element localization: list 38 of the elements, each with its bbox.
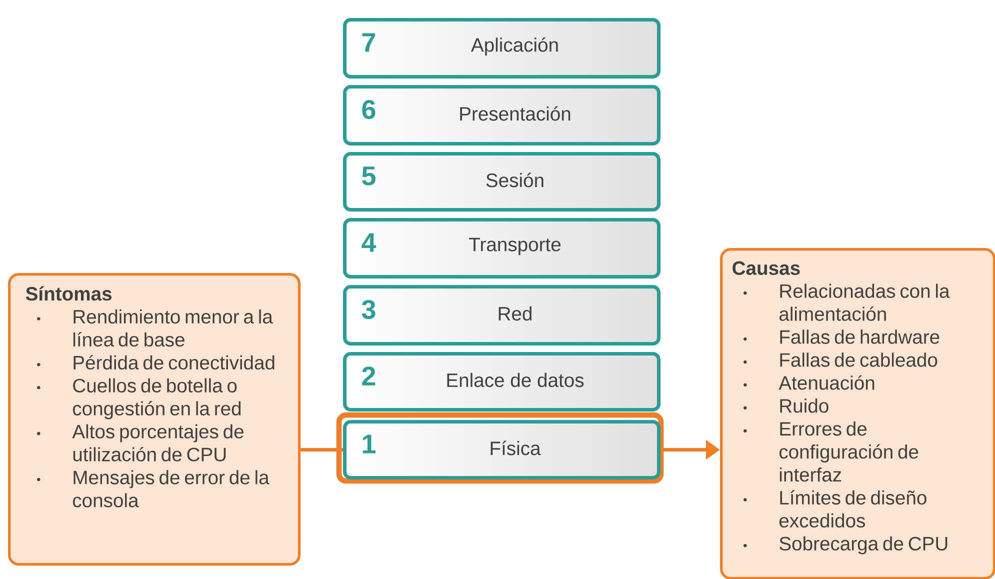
bullet-text: Rendimiento menor a la línea de base (73, 309, 273, 347)
bullet-text: Relacionadas con la alimentación (779, 284, 950, 321)
layer-box (343, 218, 661, 279)
panel-heading: Síntomas (26, 286, 112, 301)
callout-panel (8, 273, 301, 566)
layer-number: 3 (362, 300, 376, 320)
callout-panel (720, 248, 995, 579)
layer-number: 4 (362, 233, 376, 252)
panel-heading: Causas (732, 261, 800, 275)
bullet-text: Mensajes de error de la consola (72, 470, 270, 508)
bullet-text: Errores de configuración de interfaz (779, 422, 918, 482)
bullet-text: Cuellos de botella o congestión en la red (72, 378, 241, 420)
bullet-text: Límites de diseño excedidos (779, 490, 926, 528)
bullet-text: Sobrecarga de CPU (780, 536, 948, 554)
layer-number: 1 (362, 434, 376, 454)
layer-label: Aplicación (471, 37, 558, 56)
layer-label: Sesión (486, 172, 544, 188)
bullet-text: Pérdida de conectividad (74, 355, 274, 370)
layer-box (343, 352, 661, 412)
layer-number: 5 (362, 166, 376, 186)
layer-number: 7 (362, 33, 376, 52)
layer-label: Red (498, 306, 532, 321)
bullet-text: Fallas de cableado (780, 352, 938, 367)
bullet-text: Ruido (780, 398, 828, 413)
layer-box (343, 85, 661, 146)
layer-box (343, 152, 661, 212)
layer-number: 6 (362, 100, 376, 120)
layer-box (343, 285, 661, 346)
layer-label: Física (490, 440, 541, 456)
bullet-text: Fallas de hardware (780, 330, 940, 344)
layer-label: Transporte (469, 238, 561, 256)
bullet-text: Altos porcentajes de utilización de CPU (72, 424, 244, 462)
layer-box (343, 18, 661, 79)
bullet-text: Atenuación (778, 375, 874, 390)
layer-box (336, 412, 664, 484)
layer-number: 2 (362, 366, 376, 386)
layer-label: Presentación (460, 106, 570, 121)
layer-label: Enlace de datos (447, 372, 584, 388)
